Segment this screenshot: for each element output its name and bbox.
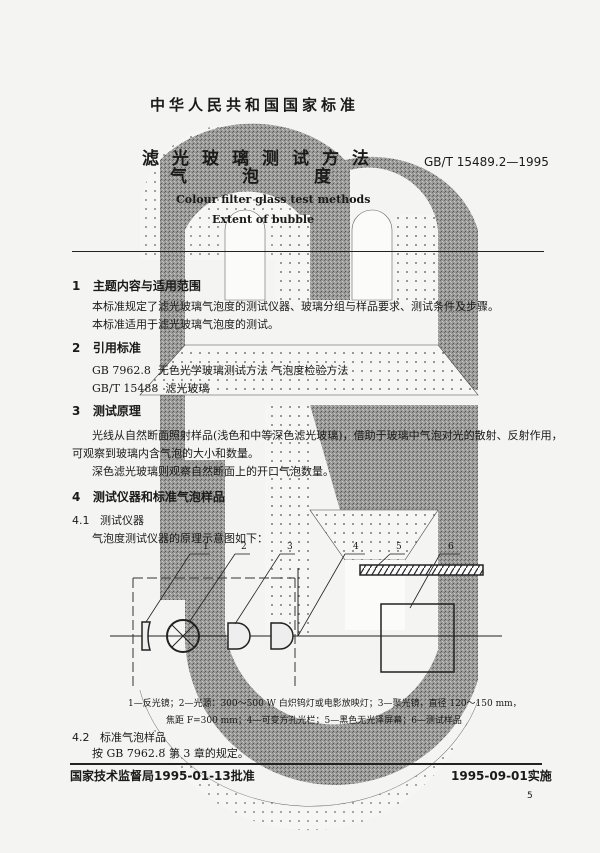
paragraph: 按 GB 7962.8 第 3 章的规定。 (92, 747, 249, 760)
footer-divider (70, 763, 542, 765)
paragraph: 深色滤光玻璃则观察自然断面上的开口气泡数量。 (92, 465, 334, 478)
subtitle-char: 泡 (242, 167, 259, 187)
figure-label: 6 (448, 542, 454, 552)
page-number: 5 (527, 791, 533, 801)
title-english: Colour filter glass test methods (176, 193, 371, 206)
section-heading: 1 主题内容与适用范围 (72, 279, 201, 293)
figure-label: 3 (287, 542, 293, 552)
figure-label: 4 (353, 542, 359, 552)
paragraph: 光线从自然断面照射样品(浅色和中等深色滤光玻璃)，借助于玻璃中气泡对光的散射、反… (92, 429, 563, 442)
figure-label: 2 (241, 542, 247, 552)
subsection-heading: 4.1 测试仪器 (72, 514, 144, 527)
figure-caption: 焦距 F=300 mm；4—可变方孔光栏；5—黑色无光泽屏幕；6—测试样品 (166, 716, 462, 726)
light-source-icon (166, 619, 200, 653)
subtitle-char: 度 (314, 167, 331, 187)
figure-caption: 1—反光镜；2—光源：300～500 W 白炽钨灯或电影放映灯；3—聚光镜，直径… (128, 699, 522, 709)
figure-label: 5 (396, 542, 402, 552)
approval-date: 国家技术监督局1995-01-13批准 (70, 769, 255, 783)
paragraph: 气泡度测试仪器的原理示意图如下： (92, 532, 268, 545)
figure-label: 1 (203, 542, 209, 552)
apparatus-diagram (110, 553, 502, 688)
reference-item: GB/T 15488 滤光玻璃 (92, 382, 210, 395)
test-sample-icon (380, 603, 455, 673)
reflector-icon (141, 621, 151, 651)
header-divider (72, 251, 544, 252)
section-heading: 4 测试仪器和标准气泡样品 (72, 490, 225, 504)
paragraph: 本标准适用于滤光玻璃气泡度的测试。 (92, 318, 279, 331)
reference-item: GB 7962.8 无色光学玻璃测试方法 气泡度检验方法 (92, 364, 349, 377)
condenser-lens-icon (270, 622, 294, 650)
paragraph: 可观察到玻璃内含气泡的大小和数量。 (72, 447, 259, 460)
section-heading: 3 测试原理 (72, 404, 141, 418)
subtitle-char: 气 (170, 167, 187, 187)
section-heading: 2 引用标准 (72, 341, 141, 355)
paragraph: 本标准规定了滤光玻璃气泡度的测试仪器、玻璃分组与样品要求、测试条件及步骤。 (92, 300, 499, 313)
black-screen-icon (359, 564, 484, 576)
national-standard-header: 中华人民共和国国家标准 (150, 96, 360, 114)
condenser-lens-icon (227, 622, 251, 650)
title-english-subtitle: Extent of bubble (212, 213, 315, 226)
title-chinese-subtitle: 气泡度 (170, 162, 386, 187)
subsection-heading: 4.2 标准气泡样品 (72, 731, 166, 744)
title-chinese: 滤光玻璃测试方法 (142, 149, 382, 169)
implementation-date: 1995-09-01实施 (451, 769, 552, 783)
standard-number: GB/T 15489.2—1995 (424, 155, 549, 169)
